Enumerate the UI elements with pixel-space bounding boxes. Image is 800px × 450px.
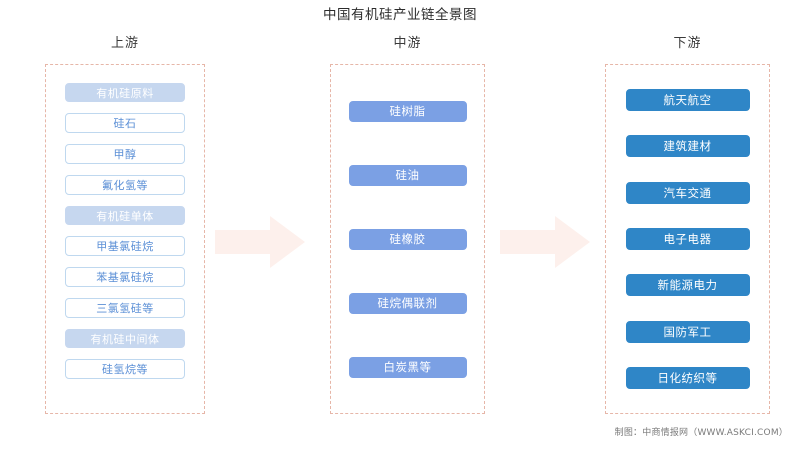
node-upstream-0[interactable]: 有机硅原料 — [65, 83, 185, 102]
stage-container-upstream: 有机硅原料 硅石 甲醇 氟化氢等 有机硅单体 甲基氯硅烷 苯基氯硅烷 三氯氢硅等… — [45, 64, 205, 414]
node-midstream-4[interactable]: 白炭黑等 — [348, 356, 467, 378]
node-upstream-3[interactable]: 氟化氢等 — [65, 175, 185, 195]
stage-node-list-midstream: 硅树脂 硅油 硅橡胶 硅烷偶联剂 白炭黑等 — [331, 65, 484, 413]
node-downstream-1[interactable]: 建筑建材 — [625, 135, 750, 158]
node-midstream-3[interactable]: 硅烷偶联剂 — [348, 292, 467, 314]
node-upstream-2[interactable]: 甲醇 — [65, 144, 185, 164]
stage-container-midstream: 硅树脂 硅油 硅橡胶 硅烷偶联剂 白炭黑等 — [330, 64, 485, 414]
node-downstream-4[interactable]: 新能源电力 — [625, 274, 750, 297]
node-upstream-9[interactable]: 硅氢烷等 — [65, 359, 185, 379]
arrow-midstream-to-downstream — [500, 213, 590, 271]
node-midstream-0[interactable]: 硅树脂 — [348, 100, 467, 122]
node-downstream-3[interactable]: 电子电器 — [625, 227, 750, 250]
node-upstream-1[interactable]: 硅石 — [65, 113, 185, 133]
node-upstream-8[interactable]: 有机硅中间体 — [65, 329, 185, 348]
column-header-midstream: 中游 — [393, 36, 422, 51]
node-midstream-1[interactable]: 硅油 — [348, 164, 467, 186]
arrow-upstream-to-midstream — [215, 213, 305, 271]
node-upstream-7[interactable]: 三氯氢硅等 — [65, 298, 185, 318]
source-credit: 制图：中商情报网（WWW.ASKCI.COM） — [614, 428, 788, 438]
page-title: 中国有机硅产业链全景图 — [323, 7, 477, 23]
node-upstream-4[interactable]: 有机硅单体 — [65, 206, 185, 225]
node-downstream-5[interactable]: 国防军工 — [625, 320, 750, 343]
column-header-downstream: 下游 — [673, 36, 702, 51]
stage-node-list-upstream: 有机硅原料 硅石 甲醇 氟化氢等 有机硅单体 甲基氯硅烷 苯基氯硅烷 三氯氢硅等… — [46, 65, 204, 413]
column-header-upstream: 上游 — [110, 36, 139, 51]
stage-node-list-downstream: 航天航空 建筑建材 汽车交通 电子电器 新能源电力 国防军工 日化纺织等 — [606, 65, 769, 413]
node-downstream-2[interactable]: 汽车交通 — [625, 181, 750, 204]
node-upstream-6[interactable]: 苯基氯硅烷 — [65, 267, 185, 287]
node-downstream-6[interactable]: 日化纺织等 — [625, 366, 750, 389]
node-upstream-5[interactable]: 甲基氯硅烷 — [65, 236, 185, 256]
node-midstream-2[interactable]: 硅橡胶 — [348, 228, 467, 250]
stage-container-downstream: 航天航空 建筑建材 汽车交通 电子电器 新能源电力 国防军工 日化纺织等 — [605, 64, 770, 414]
node-downstream-0[interactable]: 航天航空 — [625, 89, 750, 112]
